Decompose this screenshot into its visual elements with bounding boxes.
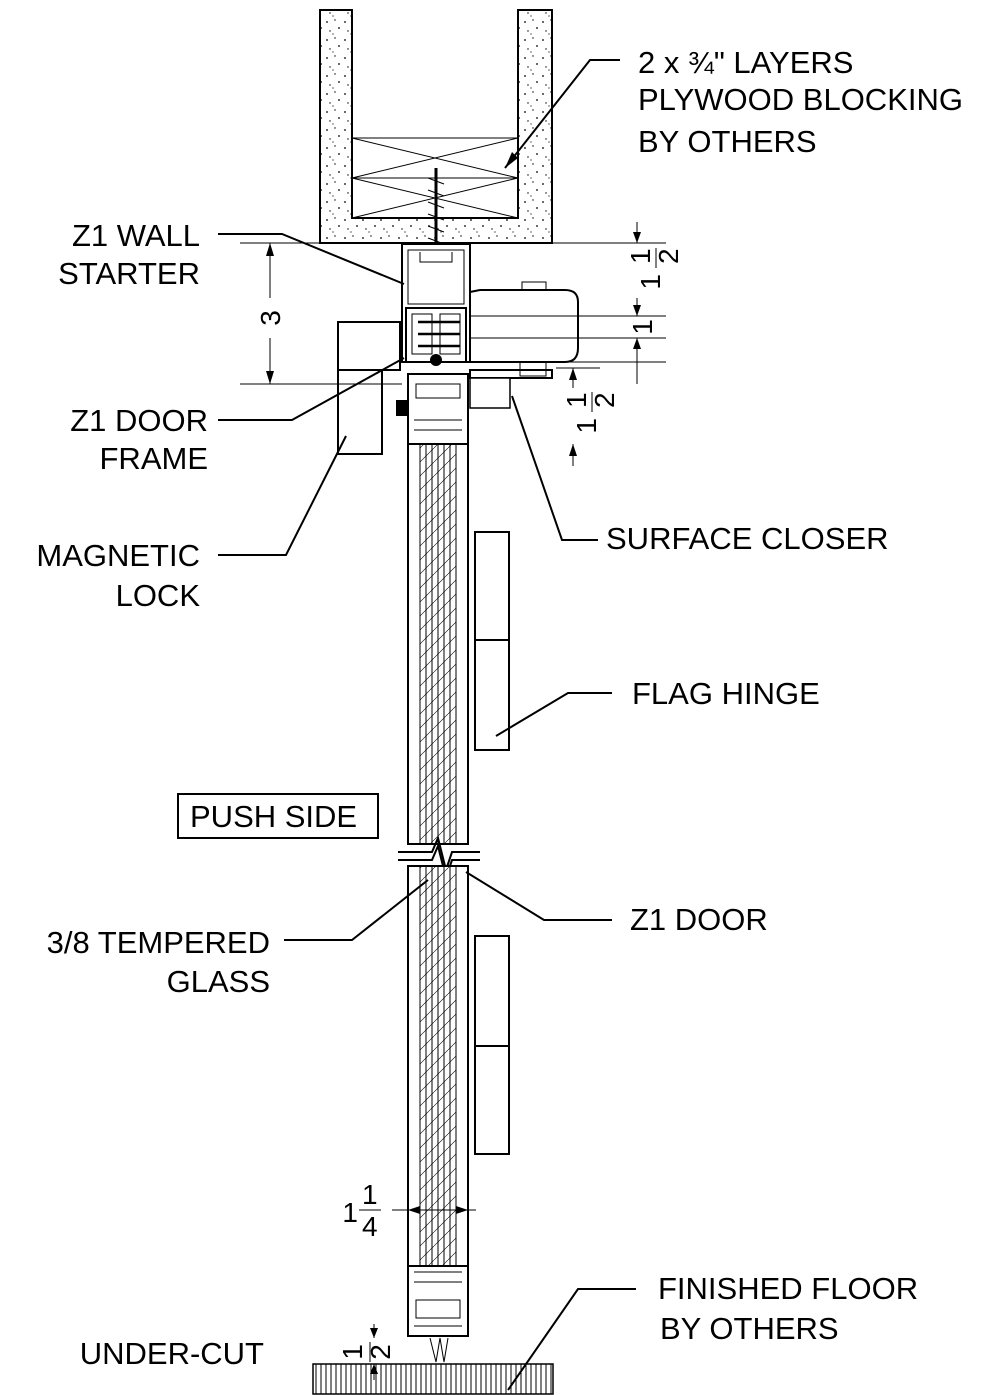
door-leaf <box>398 373 480 1363</box>
door-frame-label-line1: Z1 DOOR <box>70 403 208 438</box>
dim-one-inch: 1 <box>627 319 658 335</box>
dim-top-half: 1 1 2 <box>625 248 684 290</box>
dimension-lines <box>240 222 666 1380</box>
wall-starter-label-line2: STARTER <box>58 256 200 291</box>
door-frame-profile <box>405 307 467 366</box>
glass-label-line1: 3/8 TEMPERED <box>47 925 270 960</box>
floor-label-line1: FINISHED FLOOR <box>658 1271 918 1306</box>
glass-label-line2: GLASS <box>167 964 270 999</box>
plywood-label-line1: 2 x ¾" LAYERS <box>638 45 853 80</box>
dim-door-width-num: 1 <box>362 1179 378 1210</box>
dim-door-width-den: 4 <box>362 1211 378 1242</box>
plywood-blocking <box>351 137 519 255</box>
wall-starter-label-line1: Z1 WALL <box>72 218 200 253</box>
flag-hinge-label: FLAG HINGE <box>632 676 820 711</box>
z1-door-label: Z1 DOOR <box>630 902 768 937</box>
dim-closer-num: 1 <box>561 392 592 408</box>
dim-closer: 1 1 2 <box>561 392 620 434</box>
dim-closer-den: 2 <box>589 392 620 408</box>
flag-hinge-lower <box>474 935 510 1155</box>
dim-top-half-num: 1 <box>625 248 656 264</box>
door-frame-label-line2: FRAME <box>100 441 209 476</box>
surface-closer-label: SURFACE CLOSER <box>606 521 889 556</box>
magnetic-lock-label-line2: LOCK <box>116 578 201 613</box>
push-side-box <box>177 793 379 839</box>
magnetic-lock-label-line1: MAGNETIC <box>36 538 200 573</box>
dim-closer-whole: 1 <box>571 418 602 434</box>
dim-top-half-den: 2 <box>653 248 684 264</box>
plywood-label-line2: PLYWOOD BLOCKING <box>638 82 963 117</box>
floor-label-line2: BY OTHERS <box>660 1311 839 1346</box>
surface-closer <box>469 281 579 409</box>
dim-top-half-whole: 1 <box>635 274 666 290</box>
finished-floor <box>312 1363 554 1395</box>
flag-hinge-upper <box>474 531 510 751</box>
dim-undercut-den: 2 <box>365 1344 396 1360</box>
dim-overall-height: 3 <box>255 310 286 326</box>
plywood-label-line3: BY OTHERS <box>638 124 817 159</box>
dim-door-width-whole: 1 <box>342 1197 358 1228</box>
leader-lines <box>218 59 636 1391</box>
dim-undercut-num: 1 <box>337 1344 368 1360</box>
dim-undercut: 1 2 <box>337 1342 396 1362</box>
push-side-label: PUSH SIDE <box>190 799 357 834</box>
dim-door-width: 1 1 4 <box>342 1179 381 1242</box>
under-cut-label: UNDER-CUT <box>80 1336 264 1371</box>
